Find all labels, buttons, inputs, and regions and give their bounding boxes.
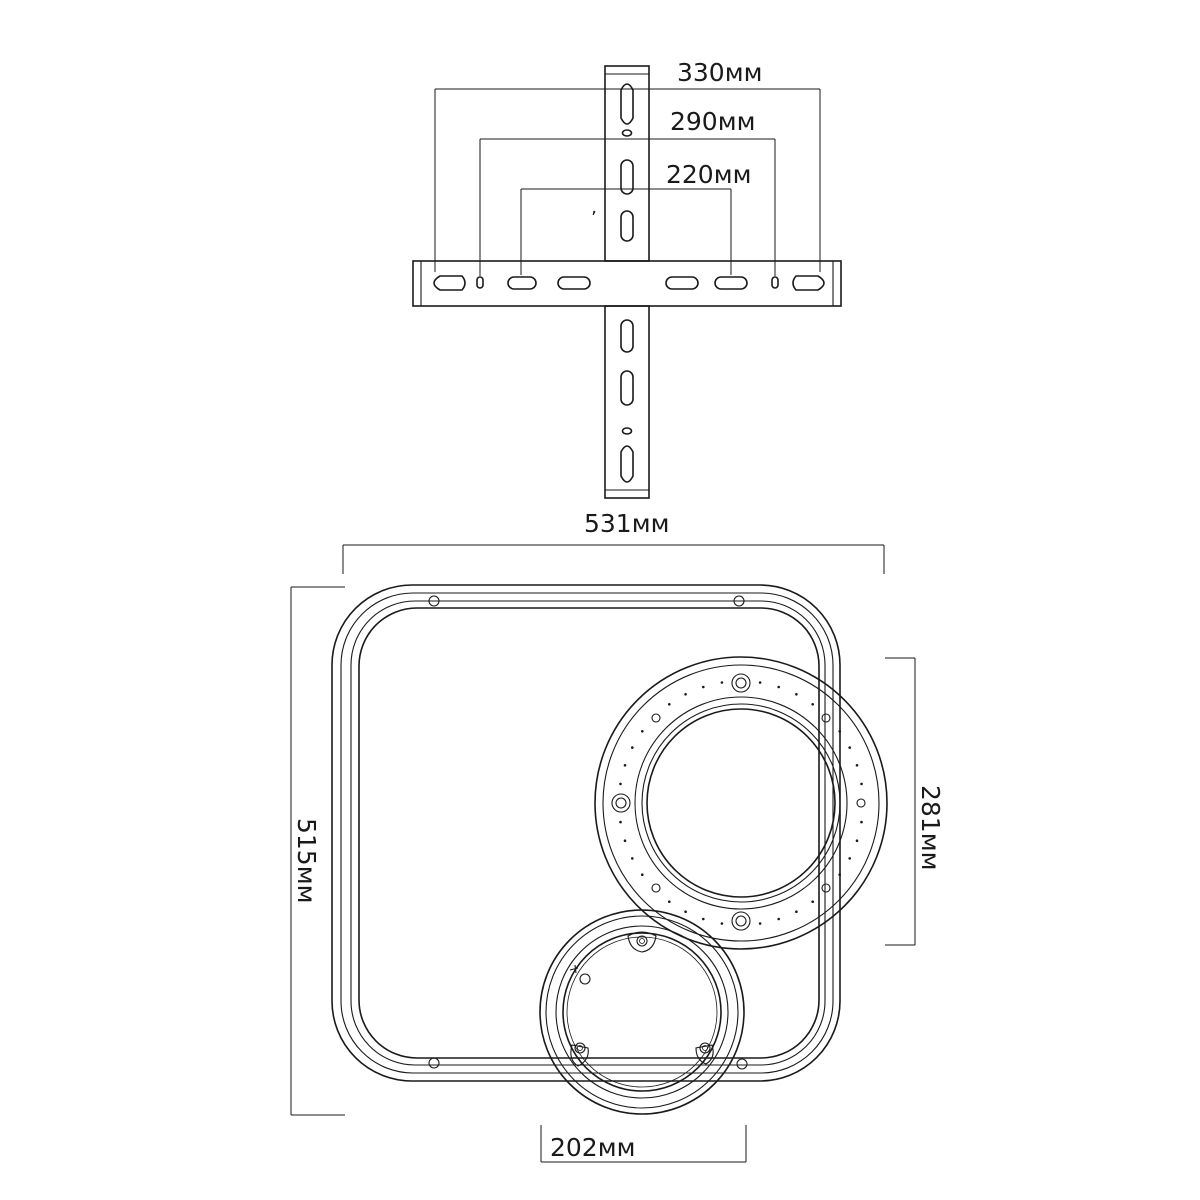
bracket-hole <box>621 129 633 137</box>
dimension-202: 202мм <box>540 1125 747 1163</box>
bracket-slot <box>620 210 634 242</box>
ring-dot <box>631 746 634 749</box>
bracket-slot <box>620 370 634 406</box>
bracket-keyhole-slot-top <box>620 83 634 125</box>
bracket-slot <box>714 276 748 290</box>
bracket-vertical-bar-top <box>604 65 650 262</box>
ring-dot <box>641 730 644 733</box>
dimension-290-label: 290мм <box>670 107 755 136</box>
frame-screw <box>428 1057 440 1069</box>
ring-dot <box>777 917 780 921</box>
ring-screw <box>636 935 648 947</box>
ring-screw <box>699 1042 711 1054</box>
stray-mark: ʼ <box>591 208 597 229</box>
bracket-hole <box>771 276 779 289</box>
ring-dot <box>631 857 634 860</box>
ring-dot <box>720 922 724 925</box>
frame-line-2 <box>340 592 834 1074</box>
dimension-531: 531мм <box>342 509 885 574</box>
bracket-slot <box>507 276 537 290</box>
bracket-keyhole-slot-bottom <box>620 445 634 483</box>
ring-dot <box>702 917 705 921</box>
dimension-290: 290мм <box>479 107 776 276</box>
bracket-horizontal-bar <box>412 260 842 307</box>
ring-dot <box>860 782 863 786</box>
bracket-slot <box>620 159 634 195</box>
dimension-281-label: 281мм <box>916 785 945 870</box>
ring-dot-pattern <box>619 681 863 925</box>
dimension-330-label: 330мм <box>677 58 762 87</box>
ring-dot <box>668 900 671 903</box>
ring-dot <box>811 703 814 706</box>
bracket-slot <box>620 319 634 353</box>
ring-dot <box>668 703 671 706</box>
bracket-hole <box>476 276 484 289</box>
frame-screw <box>736 1058 748 1070</box>
ring-dot <box>811 900 814 903</box>
ring-dot <box>855 839 859 842</box>
ring-dot <box>641 873 644 876</box>
ring-dot <box>758 681 762 684</box>
frame-outer <box>331 584 841 1082</box>
frame-screw <box>733 595 745 607</box>
dimension-515: 515мм <box>290 586 345 1116</box>
ring-dot <box>855 764 859 767</box>
bracket-keyhole-slot-left <box>433 275 466 291</box>
frame-screw <box>428 595 440 607</box>
ring-dot <box>795 910 798 913</box>
ring-screw <box>611 793 631 813</box>
dimension-202-label: 202мм <box>550 1133 635 1162</box>
ring-dot <box>684 910 687 913</box>
bracket-vertical-bar-bottom <box>604 305 650 499</box>
ring-dot <box>702 685 705 689</box>
small-ring <box>539 909 745 1115</box>
ring-dot <box>848 746 851 749</box>
ring-dot <box>777 685 780 689</box>
ring-dot <box>848 857 851 860</box>
ceiling-fixture: 531мм 515мм 281мм 202мм <box>290 509 945 1163</box>
ring-dot <box>619 820 622 824</box>
bracket-keyhole-slot-right <box>792 275 825 291</box>
ring-dot <box>838 873 841 876</box>
ring-screw <box>574 1042 586 1054</box>
frame-inner <box>358 607 820 1059</box>
ring-dot <box>838 730 841 733</box>
ring-dot <box>795 693 798 696</box>
dimension-281: 281мм <box>885 657 945 946</box>
ring-dot <box>623 839 627 842</box>
ring-screw <box>856 798 866 808</box>
ring-dot <box>720 681 724 684</box>
ring-dot <box>860 820 863 824</box>
bracket-slot <box>665 276 699 290</box>
frame-line-3 <box>350 600 826 1066</box>
mounting-bracket: 330мм 290мм 220мм ʼ <box>412 58 842 499</box>
ring-dot <box>758 922 762 925</box>
dimension-220-label: 220мм <box>666 160 751 189</box>
ring-screw <box>731 673 751 693</box>
ring-dot <box>623 764 627 767</box>
large-ring <box>594 656 888 950</box>
ring-screw <box>731 911 751 931</box>
dimension-515-label: 515мм <box>292 818 321 903</box>
bracket-slot <box>557 276 591 290</box>
dimension-220: 220мм <box>520 160 751 275</box>
dimension-531-label: 531мм <box>584 509 669 538</box>
bracket-hole <box>621 427 633 435</box>
ring-dot <box>684 693 687 696</box>
ring-dot <box>619 782 622 786</box>
dimension-330: 330мм <box>434 58 821 272</box>
